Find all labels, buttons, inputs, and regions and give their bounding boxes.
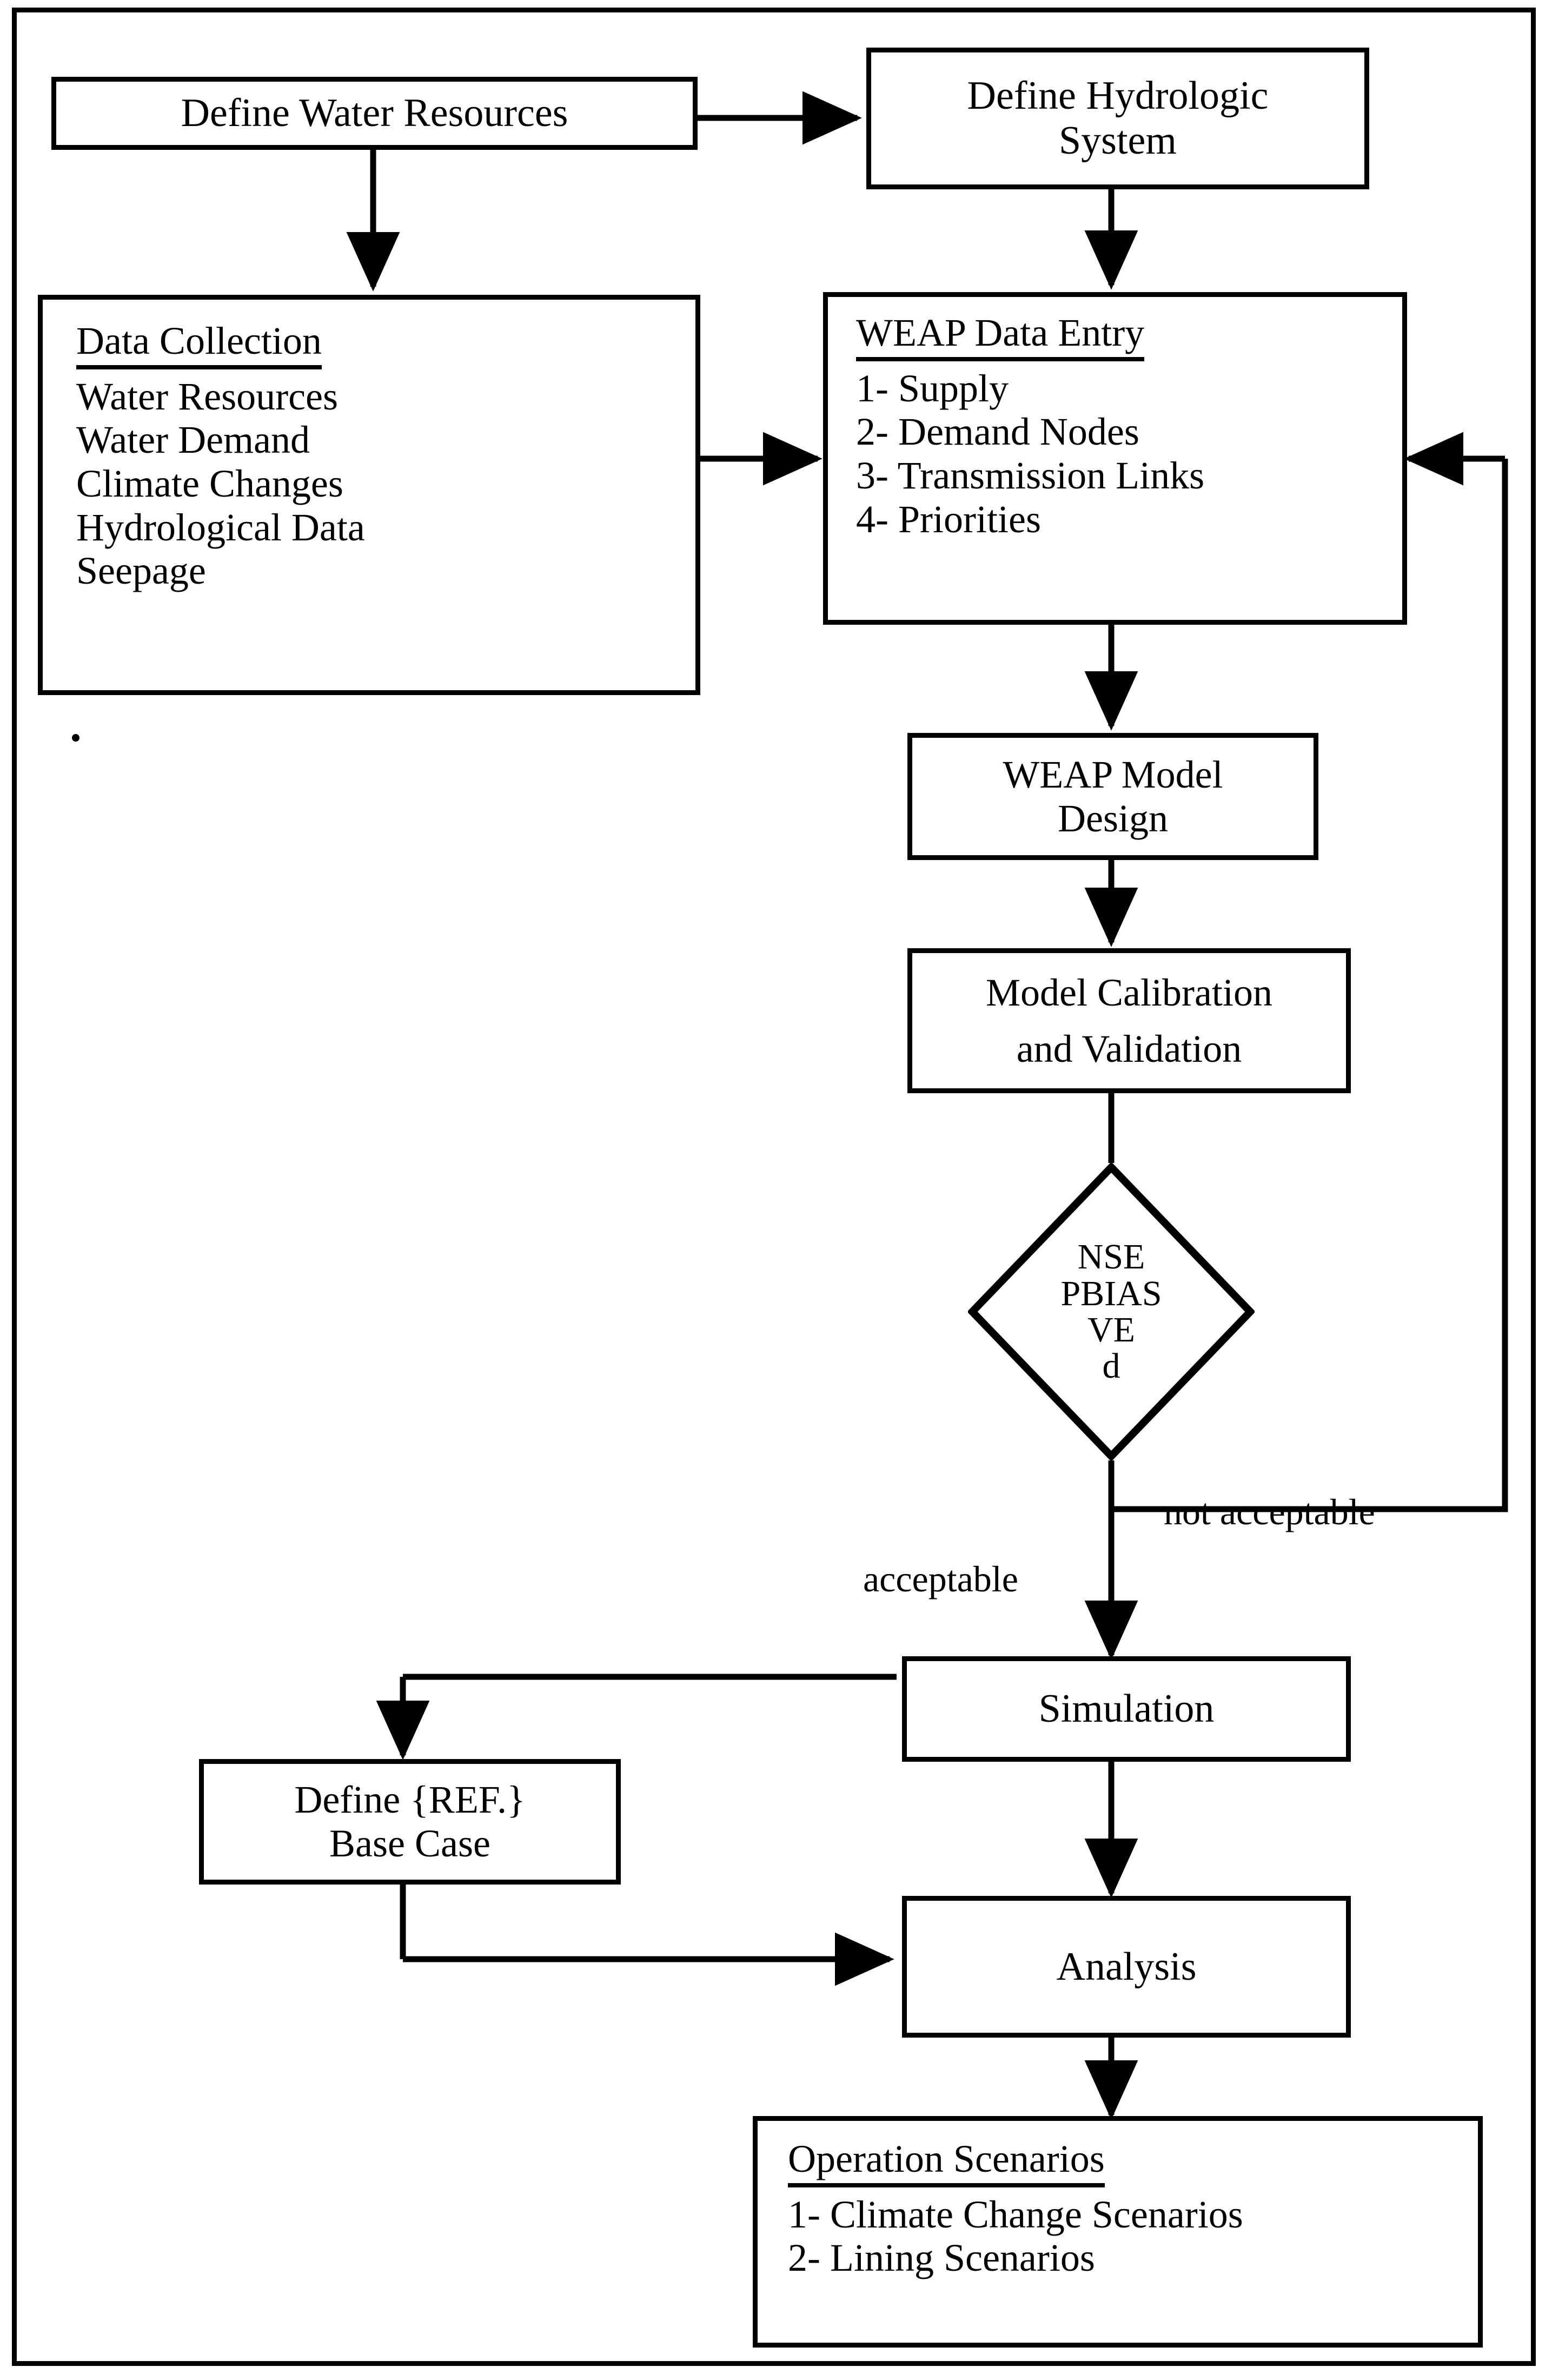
node-label-line1: Define Hydrologic: [967, 74, 1269, 118]
decision-line-0: NSE: [1077, 1237, 1145, 1277]
data-collection-item-0: Water Resources: [76, 374, 338, 418]
data-collection-item-1: Water Demand: [76, 418, 310, 462]
node-label: Analysis: [1056, 1944, 1197, 1989]
node-label-line2: System: [1059, 118, 1177, 163]
weap-data-entry-title: WEAP Data Entry: [856, 311, 1145, 361]
node-analysis[interactable]: Analysis: [902, 1896, 1351, 2038]
weap-data-entry-item-1: 2- Demand Nodes: [856, 410, 1139, 454]
operation-scenarios-item-0: 1- Climate Change Scenarios: [788, 2192, 1243, 2236]
node-label-line1: WEAP Model: [1003, 752, 1223, 796]
node-data-collection[interactable]: Data Collection Water Resources Water De…: [38, 295, 700, 695]
operation-scenarios-item-1: 2- Lining Scenarios: [788, 2236, 1095, 2280]
data-collection-item-3: Hydrological Data: [76, 505, 365, 549]
weap-data-entry-item-2: 3- Transmission Links: [856, 453, 1205, 497]
data-collection-item-2: Climate Changes: [76, 461, 343, 505]
node-define-water-resources[interactable]: Define Water Resources: [51, 77, 698, 150]
node-define-base-case[interactable]: Define {REF.} Base Case: [199, 1759, 621, 1885]
node-model-calibration-validation[interactable]: Model Calibration and Validation: [907, 948, 1351, 1093]
node-decision-diamond[interactable]: NSE PBIAS VE d: [968, 1163, 1255, 1460]
data-collection-item-4: Seepage: [76, 549, 206, 593]
node-operation-scenarios[interactable]: Operation Scenarios 1- Climate Change Sc…: [753, 2116, 1483, 2348]
decision-line-2: VE: [1087, 1310, 1135, 1350]
edge-label-not-acceptable: not acceptable: [1164, 1491, 1375, 1532]
stray-period-mark: [72, 734, 79, 742]
node-label: Define Water Resources: [181, 91, 568, 136]
node-label-line1: Define {REF.}: [294, 1778, 526, 1822]
decision-line-3: d: [1102, 1346, 1120, 1386]
node-label: Simulation: [1038, 1687, 1215, 1731]
node-weap-data-entry[interactable]: WEAP Data Entry 1- Supply 2- Demand Node…: [823, 292, 1407, 625]
operation-scenarios-title: Operation Scenarios: [788, 2137, 1105, 2187]
node-define-hydrologic-system[interactable]: Define Hydrologic System: [866, 48, 1369, 189]
node-label-line2: Design: [1058, 796, 1168, 840]
weap-data-entry-item-3: 4- Priorities: [856, 497, 1041, 541]
data-collection-title: Data Collection: [76, 319, 322, 369]
decision-line-1: PBIAS: [1060, 1273, 1162, 1313]
node-weap-model-design[interactable]: WEAP Model Design: [907, 733, 1318, 860]
node-label-line2: Base Case: [329, 1822, 490, 1865]
node-simulation[interactable]: Simulation: [902, 1656, 1351, 1762]
diamond-shape: [968, 1163, 1255, 1460]
node-label-line1: Model Calibration: [986, 970, 1272, 1014]
edge-label-acceptable: acceptable: [863, 1558, 1018, 1599]
node-label-line2: and Validation: [1016, 1027, 1242, 1070]
diagram-outer-frame: [12, 8, 1536, 2366]
weap-data-entry-item-0: 1- Supply: [856, 366, 1009, 410]
